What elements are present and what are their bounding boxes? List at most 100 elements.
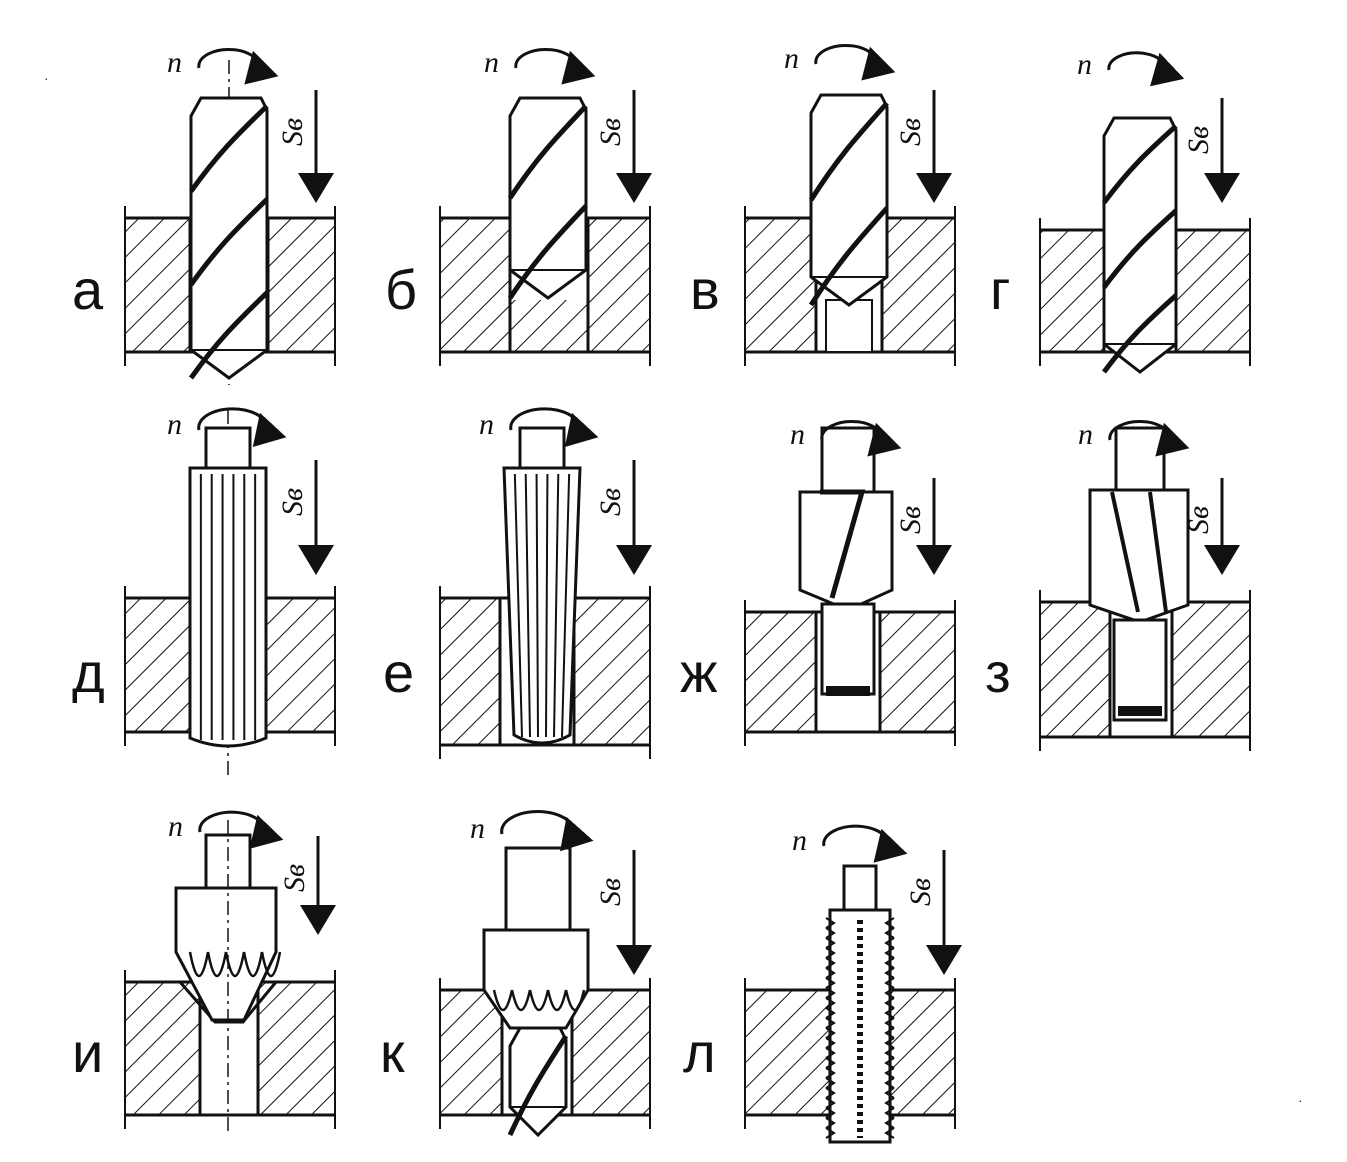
workpiece-section bbox=[880, 612, 955, 732]
tap-thread bbox=[884, 1087, 895, 1099]
workpiece-section bbox=[125, 598, 190, 732]
reamer-flute bbox=[535, 473, 539, 738]
panel-z: nSв bbox=[1039, 418, 1251, 751]
drill-flute bbox=[507, 104, 588, 200]
feed-label: Sв bbox=[594, 488, 627, 516]
tap-thread bbox=[884, 1027, 895, 1039]
workpiece-section bbox=[264, 598, 335, 732]
panel-letter-k: к bbox=[380, 1021, 405, 1084]
tap-thread bbox=[884, 917, 895, 929]
rotation-label: n bbox=[479, 408, 494, 441]
tap-thread bbox=[825, 1067, 836, 1079]
tap-thread bbox=[884, 1007, 895, 1019]
countersink-head bbox=[482, 928, 590, 1030]
rotation-label: n bbox=[790, 418, 805, 451]
counterbore-flute bbox=[1110, 491, 1168, 613]
feed-label: Sв bbox=[1182, 506, 1215, 534]
drill-flute bbox=[1101, 293, 1178, 374]
tap-thread bbox=[825, 1127, 836, 1139]
workpiece-section bbox=[1040, 602, 1110, 737]
panel-zh: nSв bbox=[744, 418, 956, 746]
drill-body bbox=[809, 93, 889, 307]
rotation-arrow bbox=[514, 47, 596, 85]
chamfer-edge bbox=[125, 980, 335, 1024]
feed-label: Sв bbox=[904, 878, 937, 906]
drill-flute bbox=[1101, 208, 1178, 289]
tap-thread bbox=[884, 1067, 895, 1079]
tap-thread bbox=[884, 977, 895, 989]
rotation-label: n bbox=[167, 46, 182, 79]
reamer-flute bbox=[553, 473, 560, 738]
tap-thread bbox=[884, 997, 895, 1009]
rotation-arrow bbox=[1108, 419, 1190, 457]
workpiece-section bbox=[745, 218, 816, 352]
countersink-tooth bbox=[206, 951, 228, 977]
rotation-arrow bbox=[198, 810, 284, 849]
workpiece-section bbox=[572, 990, 650, 1115]
workpiece-section bbox=[745, 612, 816, 732]
tap-thread bbox=[825, 937, 836, 949]
tap-thread bbox=[884, 1077, 895, 1089]
panel-letter-v: в bbox=[690, 258, 720, 321]
tool-shank bbox=[842, 864, 878, 914]
panel-letter-d: д bbox=[72, 641, 105, 704]
tap-thread bbox=[884, 1127, 895, 1139]
workpiece-section bbox=[1176, 230, 1250, 352]
tool-shank bbox=[518, 426, 566, 472]
panel-d: nSв bbox=[124, 407, 336, 775]
tap-thread bbox=[825, 1077, 836, 1089]
pilot bbox=[1112, 618, 1168, 722]
panel-letter-zh: ж bbox=[680, 641, 718, 704]
rotation-arrow bbox=[820, 419, 902, 457]
panel-g: nSв bbox=[1039, 48, 1251, 374]
countersink-tooth bbox=[564, 989, 586, 1012]
countersink-tooth bbox=[546, 989, 568, 1012]
feed-label: Sв bbox=[594, 118, 627, 146]
tap-thread bbox=[825, 967, 836, 979]
drill-flute bbox=[188, 290, 269, 380]
tap-thread bbox=[884, 1117, 895, 1129]
rotation-label: n bbox=[168, 810, 183, 843]
drill-flute bbox=[808, 101, 889, 202]
rotation-arrow bbox=[1107, 51, 1185, 87]
tap-thread bbox=[825, 1087, 836, 1099]
workpiece-section bbox=[440, 218, 510, 352]
workpiece-section bbox=[125, 218, 190, 352]
tap-thread bbox=[884, 1017, 895, 1029]
rotation-label: n bbox=[792, 824, 807, 857]
workpiece-section bbox=[574, 598, 650, 745]
panel-e: nSв bbox=[439, 407, 652, 759]
workpiece-section bbox=[258, 982, 335, 1115]
rotation-arrow bbox=[197, 407, 287, 448]
countersink-tooth bbox=[492, 989, 514, 1012]
panel-letter-e: е bbox=[383, 641, 415, 704]
tool-shank bbox=[1114, 426, 1166, 492]
reamer-flute bbox=[561, 473, 571, 738]
tap-thread bbox=[825, 947, 836, 959]
tap-thread bbox=[825, 1047, 836, 1059]
panel-letter-b: б bbox=[385, 258, 418, 321]
countersink-tooth bbox=[510, 989, 532, 1012]
countersink-tooth bbox=[528, 989, 550, 1012]
feed-label: Sв bbox=[894, 118, 927, 146]
tap-thread bbox=[825, 977, 836, 989]
tap-thread bbox=[884, 957, 895, 969]
workpiece-section bbox=[888, 990, 955, 1115]
tap-thread bbox=[825, 917, 836, 929]
panel-l: nSв bbox=[744, 824, 962, 1144]
rotation-arrow bbox=[814, 43, 896, 81]
panel-k: nSв bbox=[439, 810, 652, 1138]
tap-thread bbox=[825, 1107, 836, 1119]
rotation-label: n bbox=[470, 812, 485, 845]
counterbore-flute bbox=[820, 489, 866, 599]
panel-i: nSв bbox=[124, 810, 336, 1135]
reamer-flute bbox=[545, 473, 549, 738]
feed-label: Sв bbox=[276, 118, 309, 146]
tap-thread bbox=[825, 927, 836, 939]
tap-thread bbox=[884, 1037, 895, 1049]
feed-label: Sв bbox=[894, 506, 927, 534]
panel-a: nSв bbox=[124, 46, 336, 385]
panel-letter-z: з bbox=[985, 641, 1011, 704]
tap-thread bbox=[825, 987, 836, 999]
